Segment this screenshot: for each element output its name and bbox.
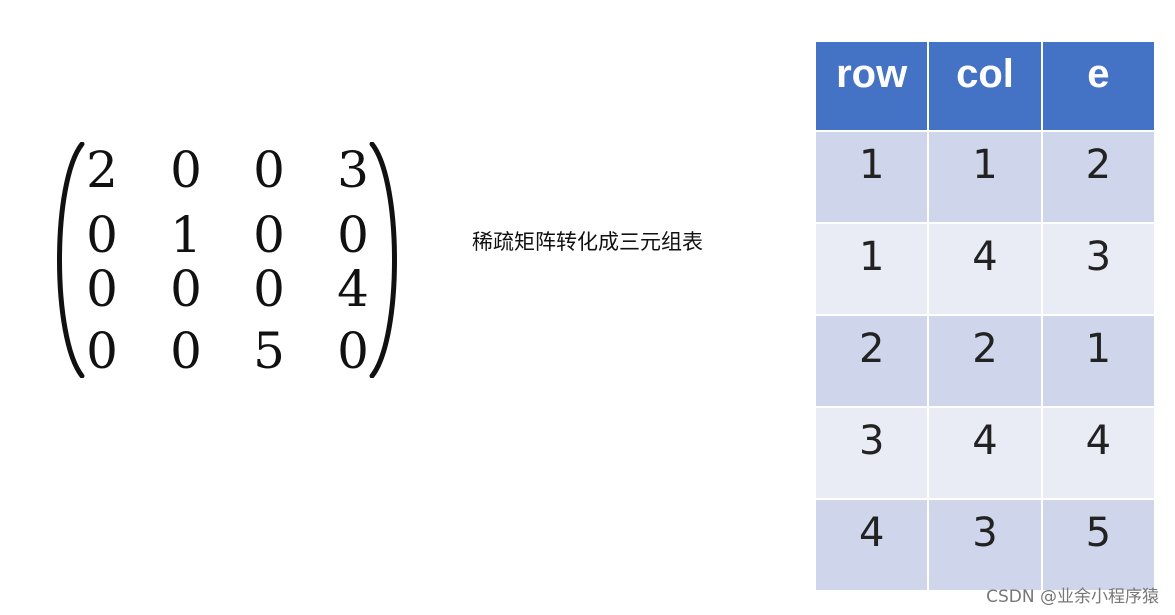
matrix-cell: 0 [253, 206, 285, 264]
column-header-col: col [927, 40, 1043, 132]
table-cell: 4 [813, 498, 930, 592]
table-cell: 1 [813, 222, 930, 316]
column-header-e: e [1040, 40, 1157, 132]
matrix-left-parenthesis [57, 142, 85, 378]
matrix-cell: 3 [337, 141, 369, 199]
table-cell: 1 [927, 130, 1043, 224]
table-row: 1 4 3 [813, 222, 1157, 316]
matrix-cell: 0 [337, 322, 369, 380]
csdn-watermark: CSDN @业余小程序猿 [986, 587, 1159, 607]
table-cell: 2 [813, 314, 930, 408]
matrix-cell: 0 [253, 141, 285, 199]
table-cell: 1 [813, 130, 930, 224]
table-cell: 3 [1040, 222, 1157, 316]
table-cell: 4 [1040, 406, 1157, 500]
table-row: 1 1 2 [813, 130, 1157, 224]
matrix-cell: 0 [86, 206, 118, 264]
triple-table: row col e 1 1 2 1 4 3 2 2 1 3 4 4 4 3 5 [813, 40, 1157, 592]
table-row: 3 4 4 [813, 406, 1157, 500]
matrix-cell: 1 [170, 206, 202, 264]
matrix-right-parenthesis [369, 142, 397, 378]
table-cell: 1 [1040, 314, 1157, 408]
matrix-cell: 4 [337, 260, 369, 318]
column-header-row: row [813, 40, 930, 132]
matrix-cell: 0 [170, 141, 202, 199]
table-cell: 3 [813, 406, 930, 500]
table-cell: 3 [927, 498, 1043, 592]
table-cell: 4 [927, 406, 1043, 500]
matrix-cell: 0 [337, 206, 369, 264]
matrix-cell: 0 [86, 260, 118, 318]
sparse-matrix: 2 0 0 3 0 1 0 0 0 0 0 4 0 0 5 0 [48, 142, 410, 378]
conversion-caption: 稀疏矩阵转化成三元组表 [472, 230, 703, 254]
matrix-cell: 0 [170, 260, 202, 318]
table-cell: 4 [927, 222, 1043, 316]
matrix-cell: 5 [253, 322, 285, 380]
table-cell: 5 [1040, 498, 1157, 592]
table-cell: 2 [1040, 130, 1157, 224]
matrix-cell: 2 [86, 141, 118, 199]
table-row: 4 3 5 [813, 498, 1157, 592]
matrix-cell: 0 [86, 322, 118, 380]
matrix-cell: 0 [170, 322, 202, 380]
matrix-cell: 0 [253, 260, 285, 318]
table-header-row: row col e [813, 40, 1157, 132]
table-cell: 2 [927, 314, 1043, 408]
table-row: 2 2 1 [813, 314, 1157, 408]
